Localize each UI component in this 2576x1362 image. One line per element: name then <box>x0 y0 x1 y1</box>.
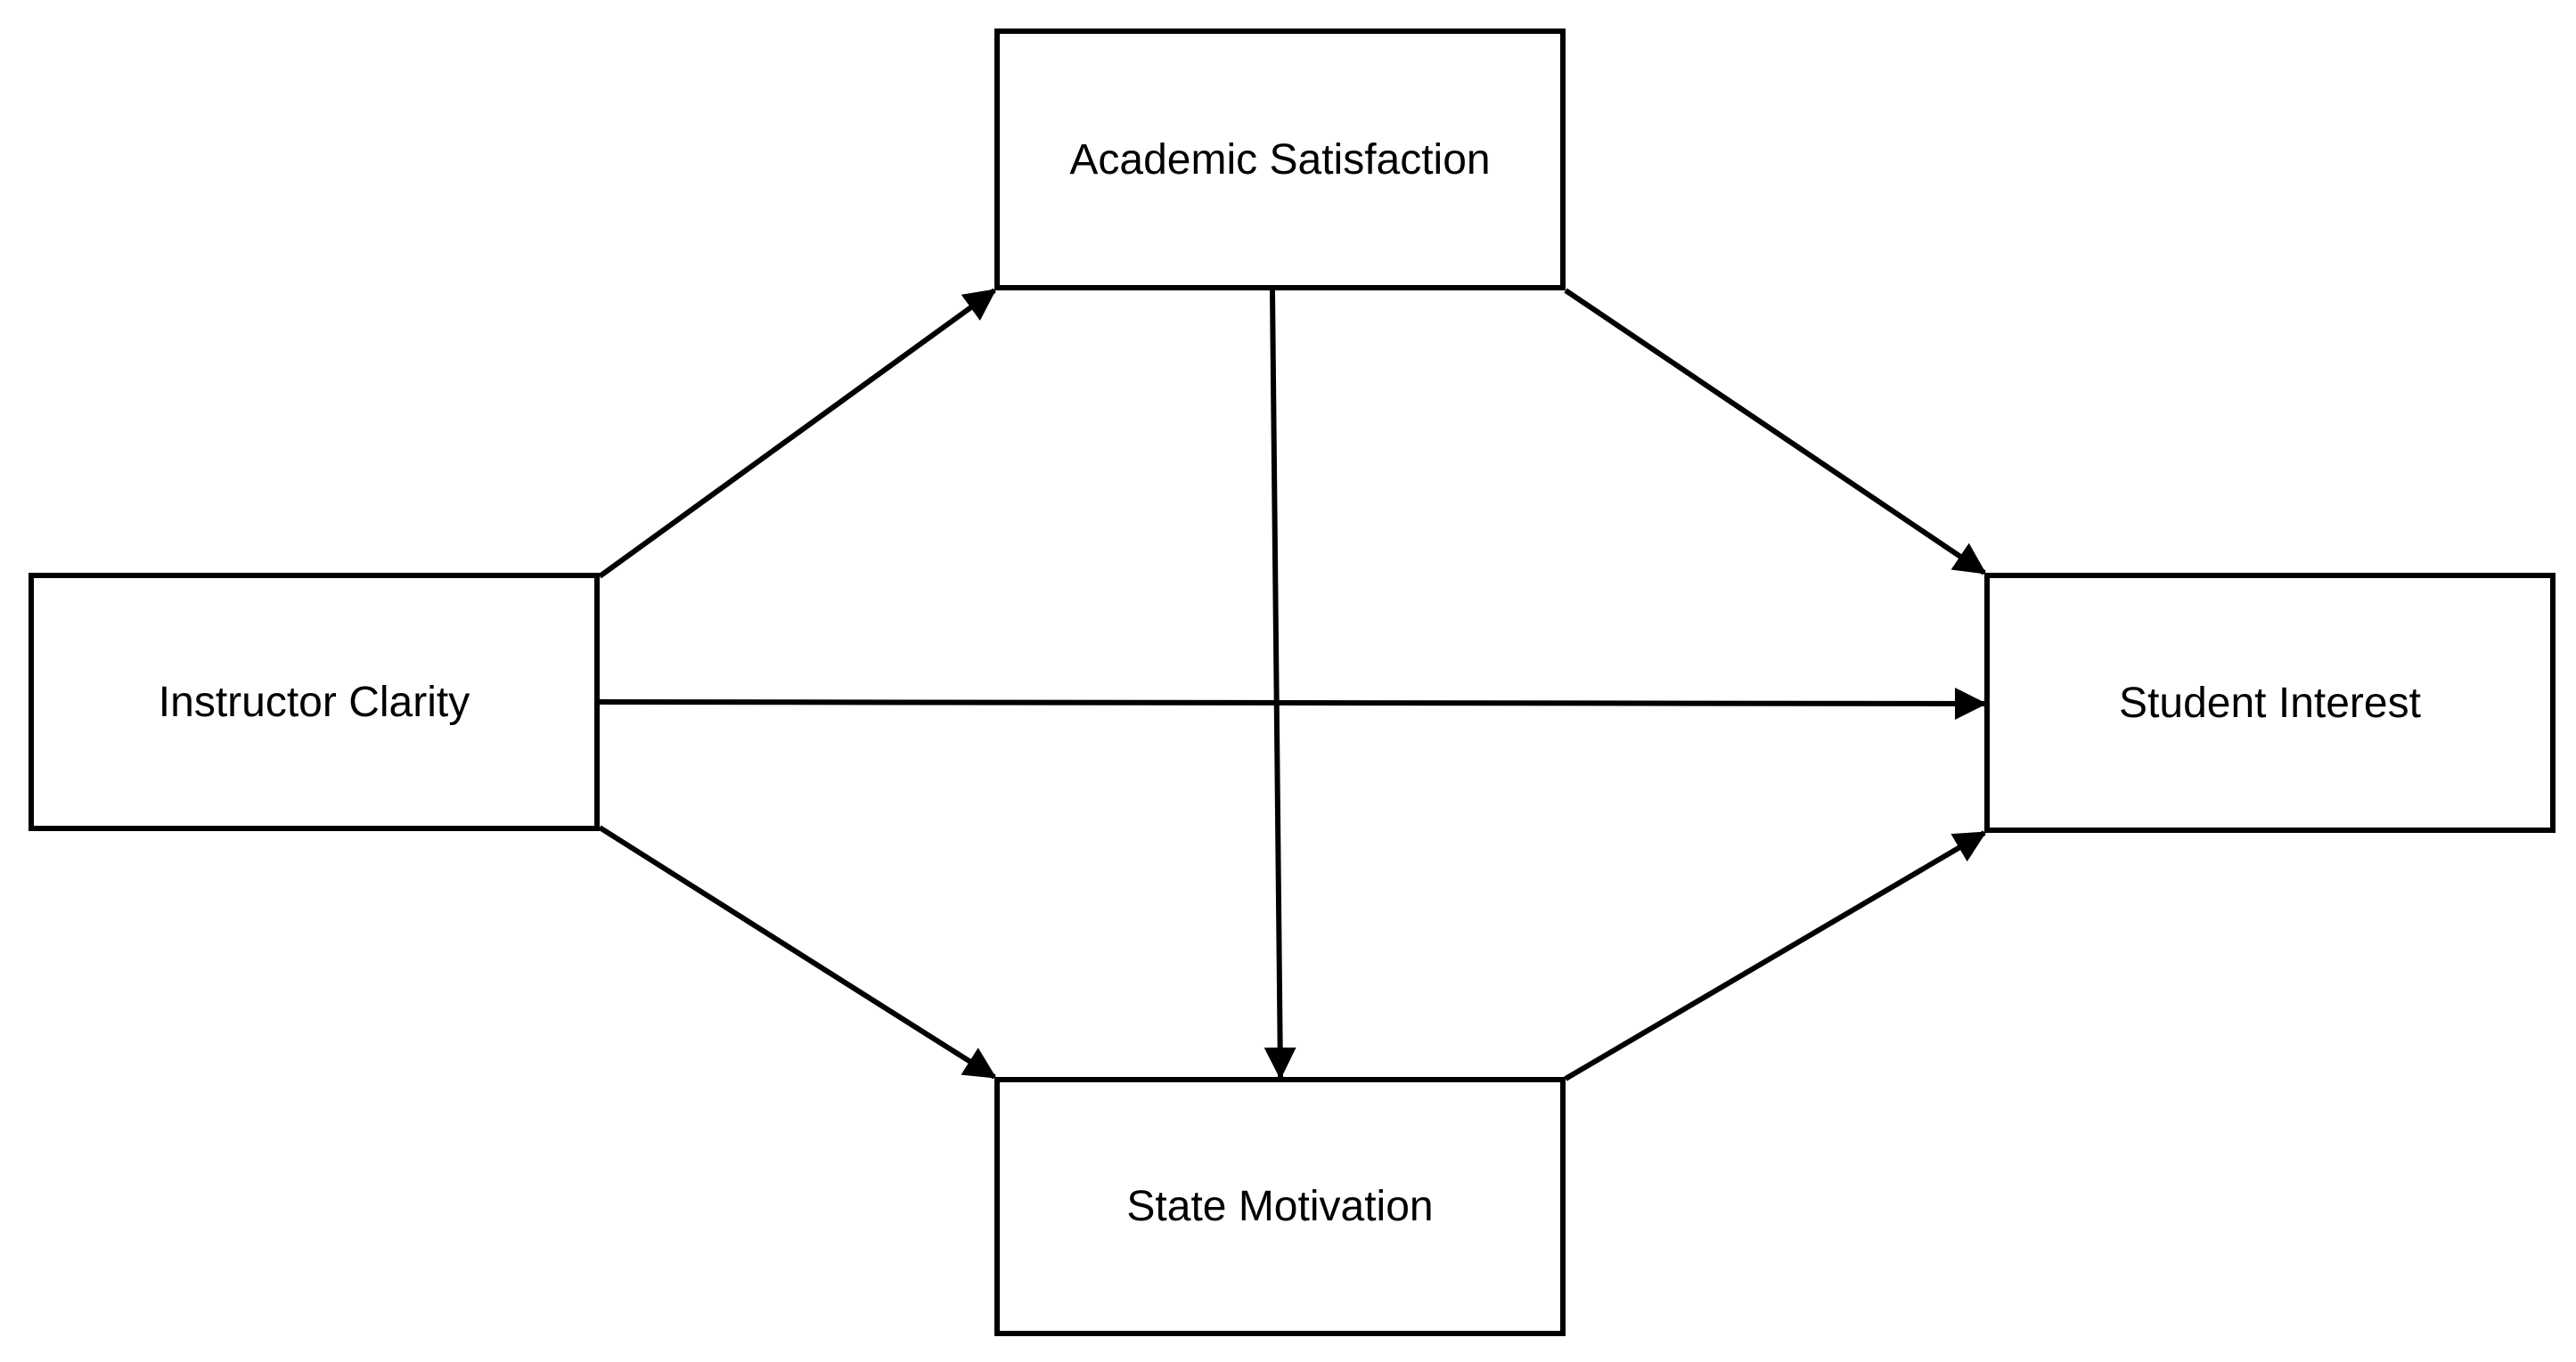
node-student-interest: Student Interest <box>1984 573 2556 833</box>
edge-clarity-to-interest <box>599 687 1987 720</box>
node-label: State Motivation <box>1126 1183 1434 1230</box>
node-state-motivation: State Motivation <box>994 1077 1566 1336</box>
edge-satisfaction-to-motivation <box>1263 290 1296 1080</box>
edge-clarity-to-motivation <box>598 825 997 1080</box>
node-academic-satisfaction: Academic Satisfaction <box>994 29 1566 290</box>
node-label: Academic Satisfaction <box>1069 135 1491 184</box>
node-instructor-clarity: Instructor Clarity <box>29 573 600 831</box>
edge-clarity-to-satisfaction <box>598 288 997 579</box>
edge-motivation-to-interest <box>1564 830 1987 1081</box>
edge-satisfaction-to-interest <box>1564 288 1987 575</box>
node-label: Student Interest <box>2119 679 2421 727</box>
node-label: Instructor Clarity <box>158 678 470 726</box>
